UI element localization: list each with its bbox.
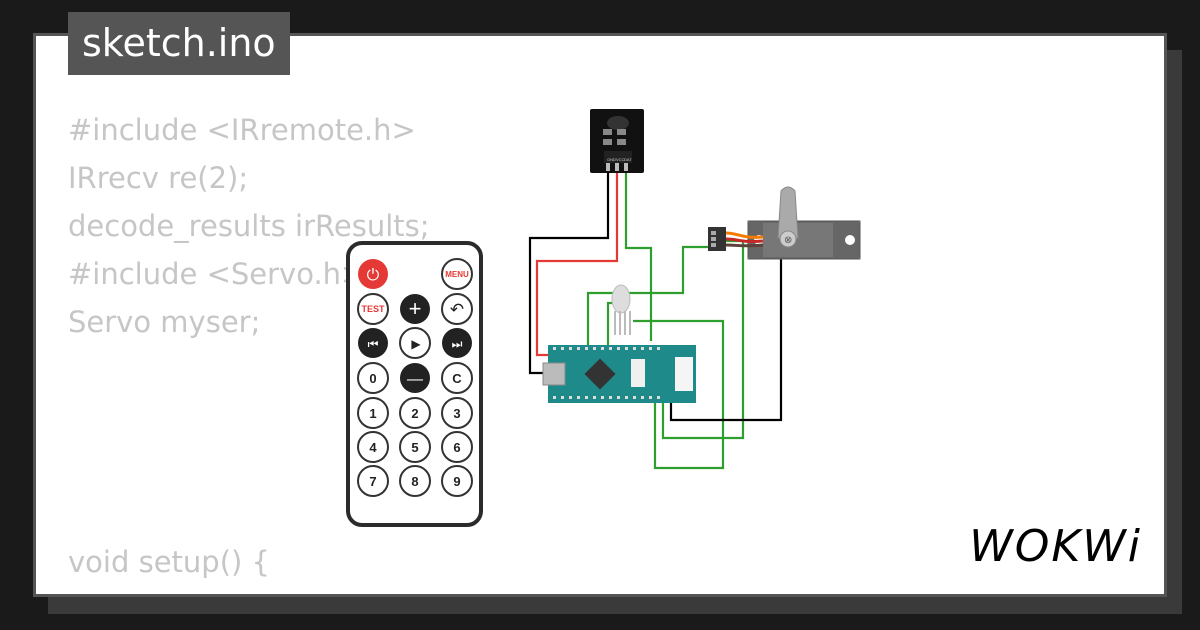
remote-digit-button[interactable] [441, 397, 473, 429]
code-line: Servo myser; [68, 305, 261, 339]
prev-icon: ⏮ [368, 337, 379, 351]
remote-digit-button[interactable] [357, 397, 389, 429]
remote-c-button[interactable] [441, 362, 473, 394]
ir-remote: ⏻ MENU TEST + ↶ ⏮ ▶ ⏭ 0 — C 1 2 [346, 241, 483, 527]
remote-test-button[interactable] [357, 293, 389, 325]
remote-digit-label: 5 [411, 440, 418, 455]
ir-pin-label: VCC [616, 157, 625, 162]
remote-digit-label: 3 [453, 406, 460, 421]
wire-green-led-2 [633, 319, 725, 470]
remote-digit-button[interactable] [357, 431, 389, 463]
remote-digit-button[interactable] [441, 431, 473, 463]
servo-motor: ⊗ [708, 186, 861, 260]
power-icon: ⏻ [367, 267, 380, 284]
code-line: #include <Servo.h> [68, 257, 366, 291]
remote-test-label: TEST [361, 304, 385, 314]
ir-receiver: GND VCC DAT [590, 109, 644, 173]
remote-digit-label: 9 [453, 474, 460, 489]
remote-digit-label: 6 [453, 440, 460, 455]
code-line: void setup() { [68, 545, 270, 579]
code-line: decode_results irResults; [68, 209, 430, 243]
code-line: Serial.begin(115200); [68, 586, 430, 594]
wire-black-ir-gnd [528, 168, 610, 375]
ir-pin-label: GND [607, 157, 616, 162]
remote-menu-label: MENU [445, 270, 469, 279]
wire-green-servo-vcc [661, 239, 745, 440]
remote-digit-label: 1 [369, 406, 376, 421]
code-line: #include <IRremote.h> [68, 113, 416, 147]
code-line: IRrecv re(2); [68, 161, 249, 195]
remote-digit-button[interactable] [399, 397, 431, 429]
remote-menu-button[interactable] [441, 258, 473, 290]
remote-minus-button[interactable] [400, 363, 430, 393]
remote-c-label: C [452, 371, 462, 386]
back-icon: ↶ [450, 300, 464, 319]
remote-play-button[interactable] [399, 327, 431, 359]
remote-digit-button[interactable] [441, 465, 473, 497]
ir-pin-label: DAT [624, 157, 632, 162]
remote-power-button[interactable] [358, 259, 388, 289]
code-preview: #include <IRremote.h> IRrecv re(2); decode… [68, 106, 430, 594]
wires [528, 168, 783, 470]
remote-next-button[interactable] [442, 328, 472, 358]
remote-plus-button[interactable] [400, 294, 430, 324]
wire-green-led-1 [606, 301, 615, 347]
remote-digit-label: 4 [369, 440, 377, 455]
remote-back-button[interactable] [441, 293, 473, 325]
play-icon: ▶ [411, 337, 421, 351]
remote-digit-0-button[interactable] [357, 362, 389, 394]
remote-prev-button[interactable] [358, 328, 388, 358]
preview-card: #include <IRremote.h> IRrecv re(2); decode… [33, 33, 1167, 597]
circuit-diagram: GND VCC DAT ⊗ [346, 109, 861, 527]
rgb-led [611, 284, 631, 335]
plus-icon: + [409, 296, 422, 321]
remote-digit-button[interactable] [357, 465, 389, 497]
minus-icon: — [407, 371, 423, 388]
remote-digit-button[interactable] [399, 431, 431, 463]
remote-digit-label: 2 [411, 406, 418, 421]
next-icon: ⏭ [452, 337, 463, 351]
svg-text:⊗: ⊗ [784, 235, 792, 246]
file-title-tab[interactable]: sketch.ino [68, 12, 290, 75]
remote-digit-button[interactable] [399, 465, 431, 497]
remote-digit-label: 0 [369, 371, 376, 386]
remote-digit-label: 8 [411, 474, 418, 489]
wire-green-servo-signal [586, 245, 713, 347]
remote-digit-label: 7 [369, 474, 376, 489]
wokwi-logo: WOKWi [969, 521, 1142, 572]
arduino-nano [542, 345, 696, 403]
wire-green-ir-dat [624, 168, 653, 341]
